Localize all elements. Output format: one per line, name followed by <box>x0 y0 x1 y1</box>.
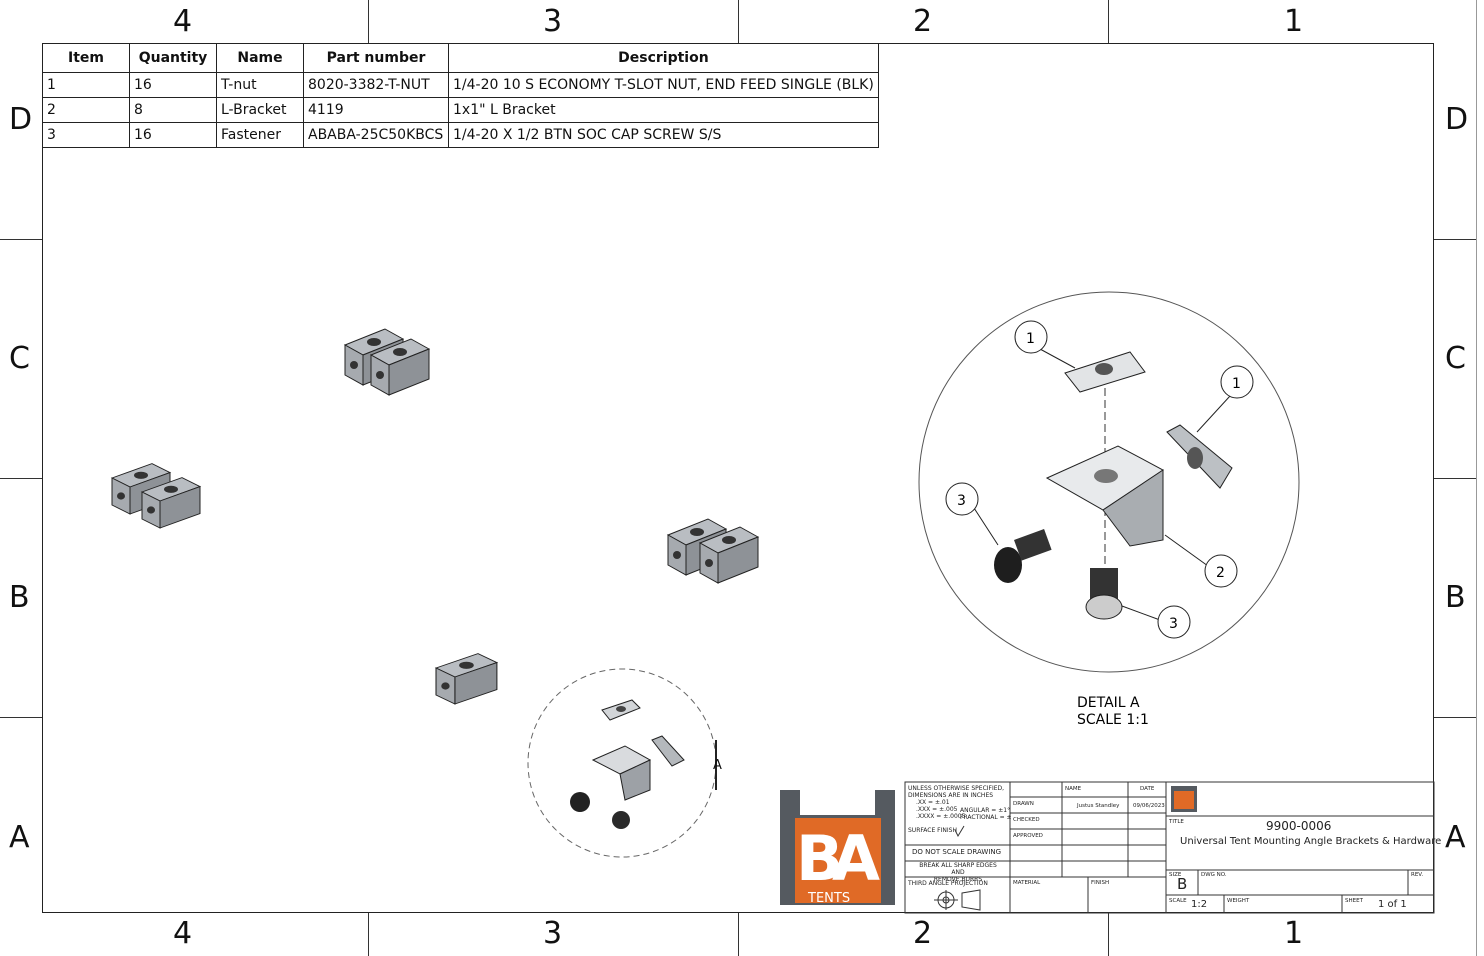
bom-header-item: Item <box>42 43 130 73</box>
approved-label: APPROVED <box>1013 833 1043 839</box>
header-date: DATE <box>1140 786 1155 792</box>
title-block-grid <box>904 781 1435 914</box>
callout-balloons <box>945 320 1254 639</box>
drawing-title: Universal Tent Mounting Angle Brackets &… <box>1180 836 1442 847</box>
zone-row-right-c: C <box>1445 341 1466 376</box>
zone-row-left-c: C <box>9 341 30 376</box>
detail-caption-title: DETAIL A <box>1077 695 1140 711</box>
zone-tick <box>368 0 369 43</box>
zone-row-left-d: D <box>9 102 33 137</box>
detail-a-view <box>918 291 1300 673</box>
bracket-assembly-iso <box>435 653 498 705</box>
bom-header-part-number: Part number <box>303 43 449 73</box>
bom-header-description: Description <box>448 43 879 73</box>
page-edge-line <box>1476 0 1477 956</box>
zone-tick <box>0 717 42 718</box>
zone-tick <box>0 478 42 479</box>
sheet-number: 1 of 1 <box>1378 899 1407 910</box>
bom-cell: 4119 <box>303 97 449 123</box>
projection-label: THIRD ANGLE PROJECTION <box>908 880 988 887</box>
detail-marker-label: A <box>713 758 722 773</box>
bom-cell: L-Bracket <box>216 97 304 123</box>
table-row: 2 8 L-Bracket 4119 1x1" L Bracket <box>42 97 879 123</box>
dwg-no-label: DWG NO. <box>1201 872 1227 878</box>
zone-row-right-a: A <box>1445 820 1466 855</box>
logo-word: TENTS <box>807 891 850 906</box>
checked-label: CHECKED <box>1013 817 1040 823</box>
zone-col-bottom-2: 2 <box>913 916 933 951</box>
zone-col-bottom-4: 4 <box>173 916 193 951</box>
zone-row-left-a: A <box>9 820 30 855</box>
zone-tick <box>1434 239 1476 240</box>
bom-table: Item Quantity Name Part number Descripti… <box>42 43 879 148</box>
size-label: SIZE <box>1169 872 1182 878</box>
bom-cell: 1/4-20 10 S ECONOMY T-SLOT NUT, END FEED… <box>448 72 879 98</box>
bom-cell: 3 <box>42 122 130 148</box>
zone-tick <box>1108 0 1109 43</box>
zone-col-bottom-3: 3 <box>543 916 563 951</box>
drawn-label: DRAWN <box>1013 801 1034 807</box>
logo-letters: BA <box>796 822 880 895</box>
zone-tick <box>738 913 739 956</box>
callout-item-1: 1 <box>1026 331 1035 347</box>
material-label: MATERIAL <box>1013 880 1041 886</box>
title-label: TITLE <box>1169 819 1184 825</box>
header-name: NAME <box>1065 786 1082 792</box>
third-angle-projection-icon <box>934 889 981 911</box>
zone-row-right-d: D <box>1445 102 1469 137</box>
callout-item-2: 2 <box>1216 565 1225 581</box>
break-edges-note: BREAK ALL SHARP EDGES AND REMOVE BURRS <box>919 862 997 883</box>
surface-finish-label: SURFACE FINISH <box>908 827 957 834</box>
exploded-view-small <box>527 668 717 858</box>
bom-header-row: Item Quantity Name Part number Descripti… <box>42 43 879 73</box>
bom-cell: T-nut <box>216 72 304 98</box>
sheet-size: B <box>1177 875 1188 893</box>
zone-tick <box>1108 913 1109 956</box>
table-row: 3 16 Fastener ABABA-25C50KBCS 1/4-20 X 1… <box>42 122 879 148</box>
zone-col-bottom-1: 1 <box>1284 916 1304 951</box>
zone-tick <box>0 239 42 240</box>
drawing-scale: 1:2 <box>1191 899 1208 910</box>
bracket-assembly-iso <box>111 463 201 529</box>
callout-item-3: 3 <box>957 493 966 509</box>
bom-cell: ABABA-25C50KBCS <box>303 122 449 148</box>
callout-item-3: 3 <box>1169 616 1178 632</box>
title-block-logo <box>1171 786 1197 812</box>
zone-col-top-3: 3 <box>543 4 563 39</box>
company-logo <box>780 790 895 905</box>
zone-tick <box>368 913 369 956</box>
drawn-name: Justus Standley <box>1077 803 1120 809</box>
table-row: 1 16 T-nut 8020-3382-T-NUT 1/4-20 10 S E… <box>42 72 879 98</box>
weight-label: WEIGHT <box>1227 898 1250 904</box>
bracket-assembly-iso <box>344 328 430 396</box>
bom-cell: 1/4-20 X 1/2 BTN SOC CAP SCREW S/S <box>448 122 879 148</box>
zone-tick <box>1434 717 1476 718</box>
finish-label: FINISH <box>1091 880 1110 886</box>
angular-tolerance: ANGULAR = ±1° FRACTIONAL = ± <box>960 807 1012 821</box>
zone-col-top-1: 1 <box>1284 4 1304 39</box>
zone-tick <box>1434 478 1476 479</box>
part-number: 9900-0006 <box>1266 819 1332 833</box>
zone-col-top-4: 4 <box>173 4 193 39</box>
bom-cell: 8020-3382-T-NUT <box>303 72 449 98</box>
callout-item-1: 1 <box>1232 376 1241 392</box>
zone-tick <box>738 0 739 43</box>
bom-cell: 16 <box>129 72 217 98</box>
surface-finish-icon <box>954 825 965 838</box>
bom-cell: Fastener <box>216 122 304 148</box>
drawn-date: 09/06/2023 <box>1133 803 1165 809</box>
scale-label: SCALE <box>1169 898 1187 904</box>
zone-col-top-2: 2 <box>913 4 933 39</box>
bracket-assembly-iso <box>667 518 759 584</box>
zone-row-right-b: B <box>1445 580 1466 615</box>
sheet-label: SHEET <box>1345 898 1363 904</box>
tolerance-notes: UNLESS OTHERWISE SPECIFIED, DIMENSIONS A… <box>908 785 1005 820</box>
detail-caption-scale: SCALE 1:1 <box>1077 712 1149 728</box>
do-not-scale-note: DO NOT SCALE DRAWING <box>912 848 1002 856</box>
bom-cell: 1x1" L Bracket <box>448 97 879 123</box>
zone-row-left-b: B <box>9 580 30 615</box>
rev-label: REV. <box>1411 872 1424 878</box>
